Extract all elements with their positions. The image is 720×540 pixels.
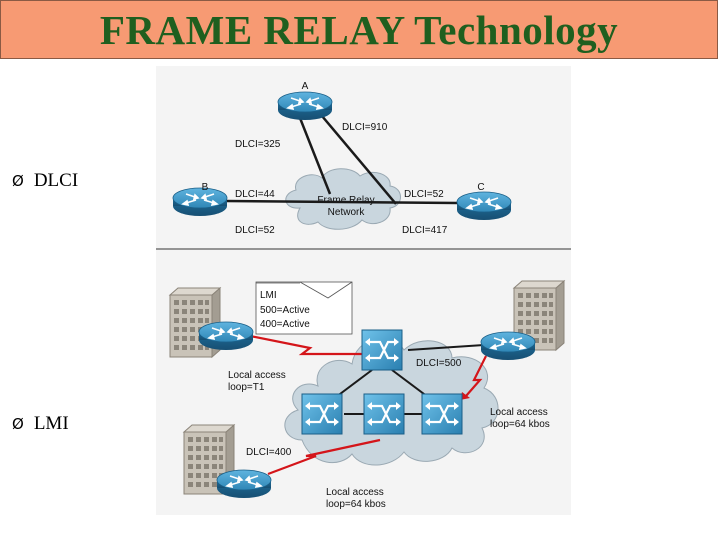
lmi-status-400: 400=Active <box>260 319 310 330</box>
switch-middle-icon <box>362 392 406 436</box>
dlci-417-label: DLCI=417 <box>402 225 448 236</box>
dlci-400-label: DLCI=400 <box>246 447 292 458</box>
cloud-label-line1: Frame Relay <box>317 195 374 206</box>
dlci-44-label: DLCI=44 <box>235 189 275 200</box>
switch-top-icon <box>360 328 404 372</box>
router-c-icon <box>456 191 512 221</box>
dlci-325-label: DLCI=325 <box>235 139 281 150</box>
dlci-910-label: DLCI=910 <box>342 122 388 133</box>
switch-right-icon <box>420 392 464 436</box>
access-t1-line1: Local access <box>228 370 286 381</box>
bottom-diagram: LMI 500=Active 400=Active <box>156 250 571 515</box>
dlci-52-c-label: DLCI=52 <box>404 189 444 200</box>
router-site1-icon <box>198 321 254 351</box>
router-b-label: B <box>202 182 209 193</box>
access-64a-line2: loop=64 kbos <box>490 419 550 430</box>
pvc-links <box>225 115 459 205</box>
top-diagram: Frame Relay Network A B C DLCI=910 DLCI=… <box>156 66 571 250</box>
bullet-lmi: Ø LMI <box>12 413 69 435</box>
access-t1-line2: loop=T1 <box>228 382 265 393</box>
router-site3-icon <box>216 469 272 499</box>
bullet-dlci: Ø DLCI <box>12 170 78 192</box>
access-64b-line2: loop=64 kbos <box>326 499 386 510</box>
bullet-arrow-icon: Ø <box>12 172 24 190</box>
bullet-arrow-icon: Ø <box>12 415 24 433</box>
bullet-label: LMI <box>33 413 69 434</box>
access-64b-line1: Local access <box>326 487 384 498</box>
title-bar: FRAME RELAY Technology <box>0 0 718 59</box>
router-site2-icon <box>480 331 536 361</box>
router-c-label: C <box>477 182 484 193</box>
access-links <box>249 334 487 476</box>
frame-relay-cloud <box>285 168 401 230</box>
lmi-callout: LMI 500=Active 400=Active <box>255 281 353 335</box>
switch-left-icon <box>300 392 344 436</box>
page-title: FRAME RELAY Technology <box>99 6 619 53</box>
router-a-label: A <box>302 81 309 92</box>
access-64a-line1: Local access <box>490 407 548 418</box>
dlci-500-label: DLCI=500 <box>416 358 462 369</box>
router-a-icon <box>277 91 333 121</box>
lmi-status-500: 500=Active <box>260 305 310 316</box>
bullet-label: DLCI <box>33 170 79 191</box>
lmi-title: LMI <box>260 290 277 301</box>
dlci-52-b-label: DLCI=52 <box>235 225 275 236</box>
router-b-icon <box>172 187 228 217</box>
cloud-label-line2: Network <box>328 207 366 218</box>
